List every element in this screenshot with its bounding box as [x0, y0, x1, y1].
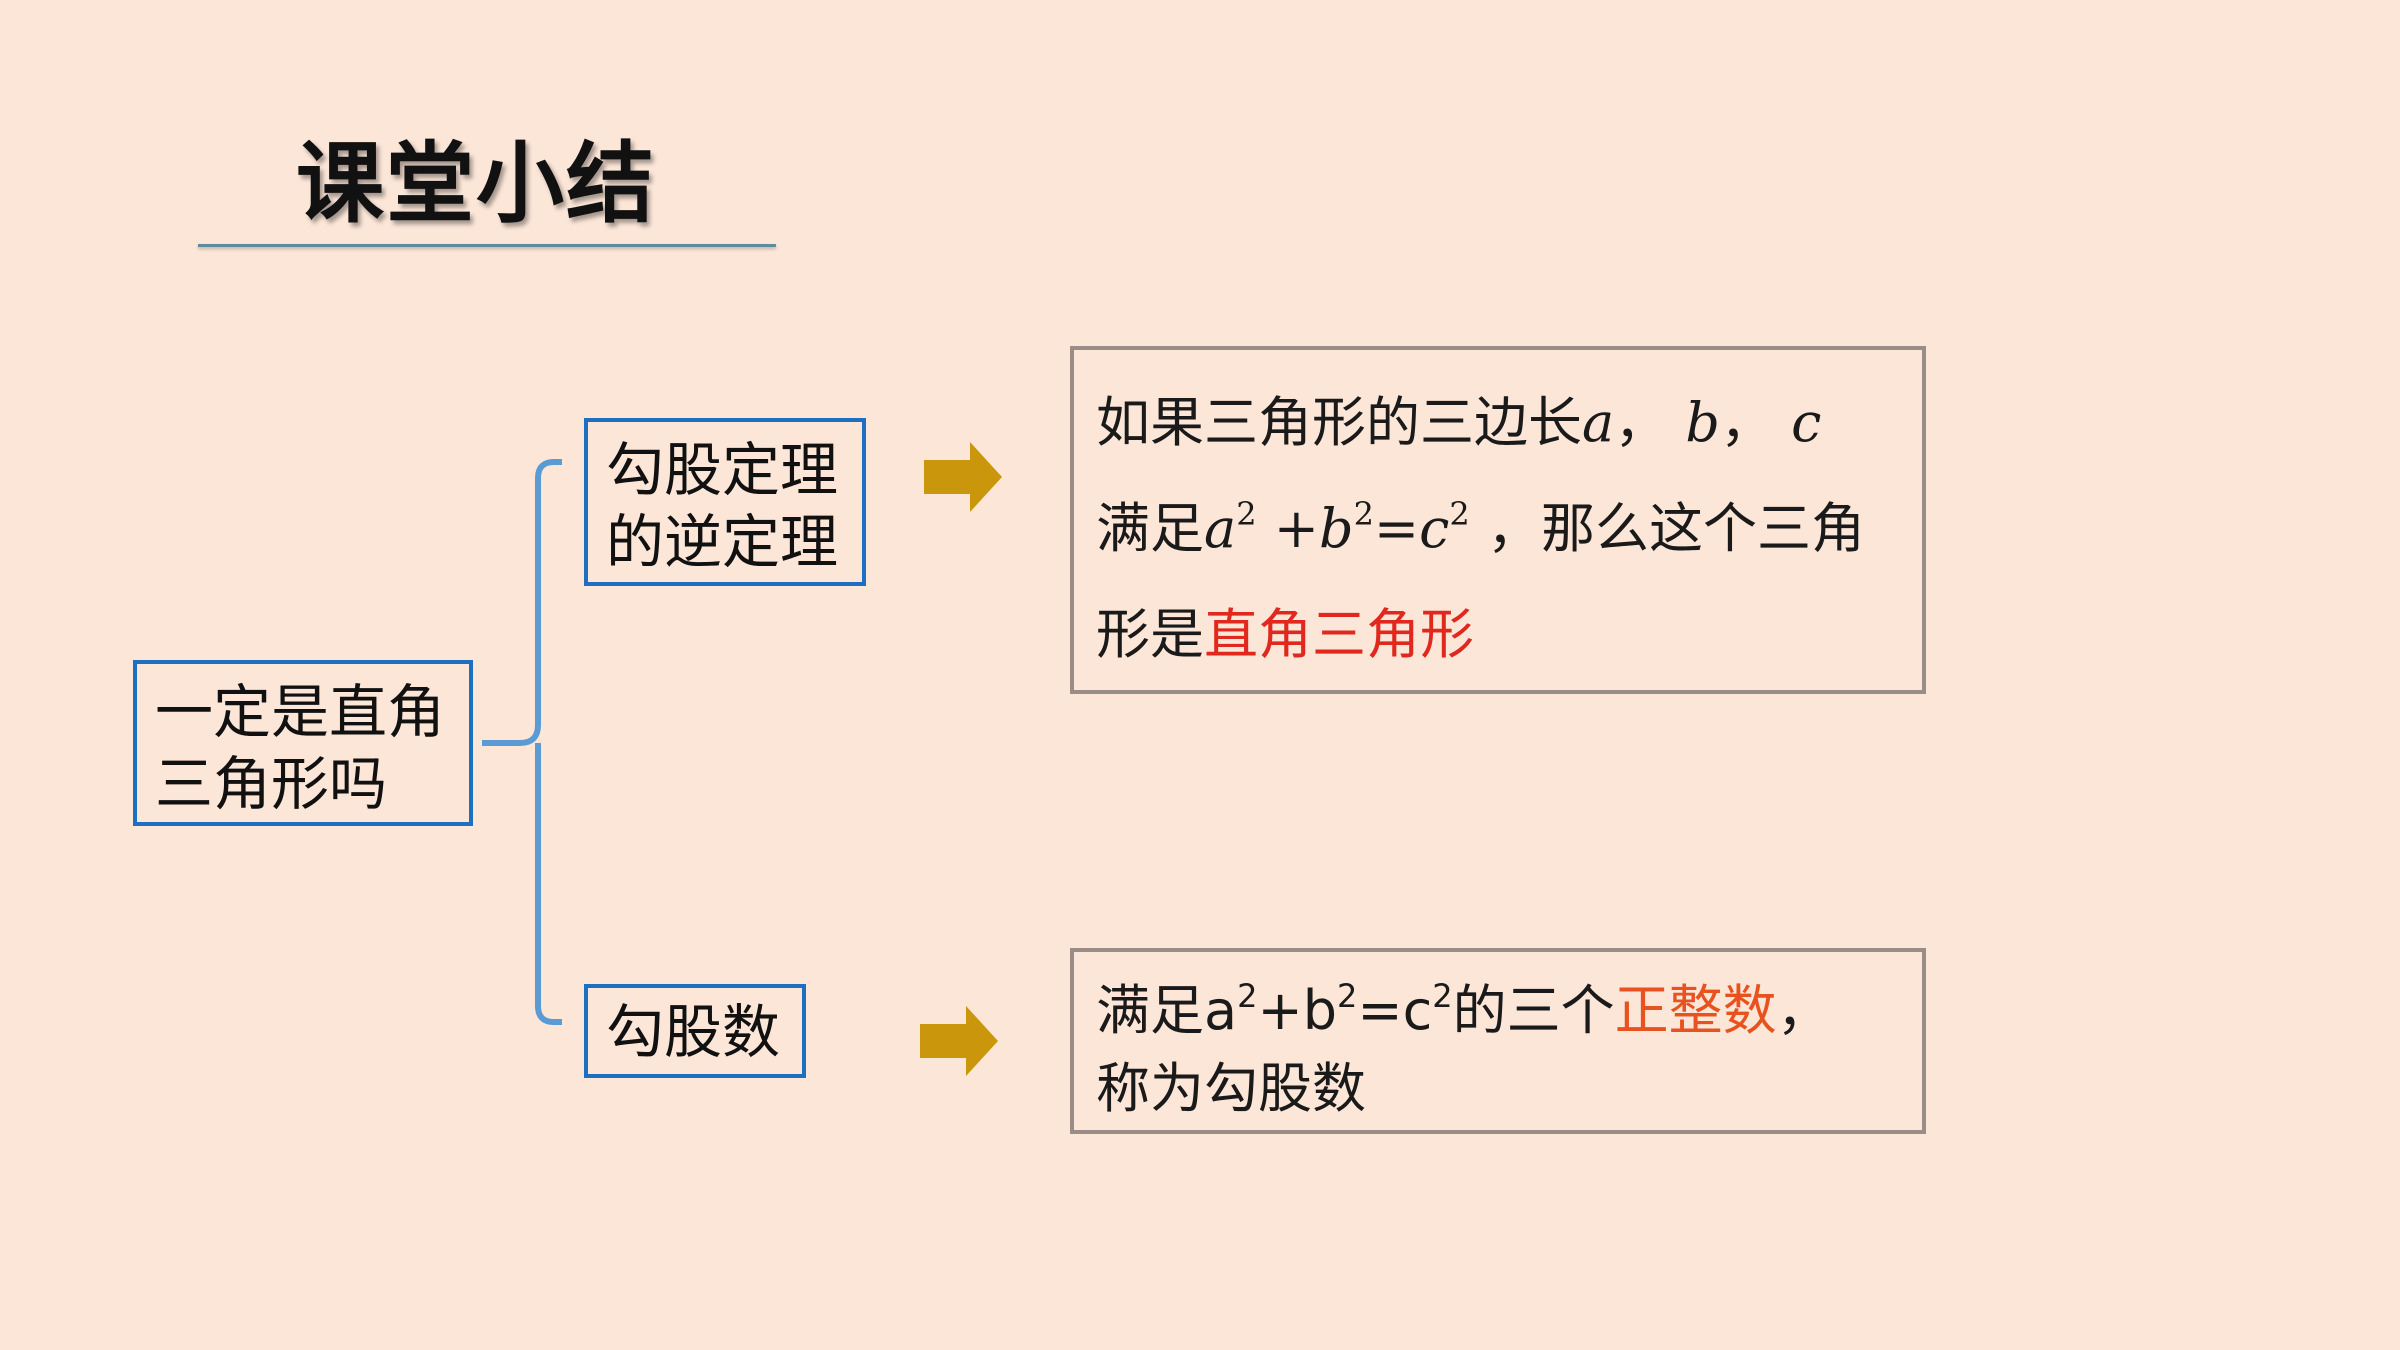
- converse-theorem-node: 勾股定理 的逆定理: [584, 418, 866, 586]
- definition-line-3: 形是直角三角形: [1096, 603, 1474, 666]
- triple-definition-line-1: 满足a2+b2=c2的三个正整数，: [1096, 977, 1831, 1042]
- bracket-lower-line: [535, 743, 562, 1025]
- title-underline: [198, 244, 776, 247]
- converse-line-2: 的逆定理: [606, 508, 839, 576]
- positive-integer-highlight: 正整数: [1614, 979, 1777, 1042]
- right-arrow-icon: [920, 1006, 998, 1076]
- root-line-1: 一定是直角: [155, 678, 446, 746]
- definition-line-1: 如果三角形的三边长a， b， c: [1096, 391, 1822, 454]
- definition-line-2: 满足a2 +b2=c2 ，那么这个三角: [1096, 495, 1865, 560]
- root-line-2: 三角形吗: [155, 750, 388, 818]
- pythagorean-triple-node: 勾股数: [584, 984, 806, 1078]
- right-triangle-highlight: 直角三角形: [1204, 603, 1474, 666]
- converse-line-1: 勾股定理: [606, 436, 839, 504]
- pythagorean-triple-definition: 满足a2+b2=c2的三个正整数， 称为勾股数: [1070, 948, 1926, 1134]
- bracket-upper-line: [482, 459, 562, 746]
- converse-theorem-definition: 如果三角形的三边长a， b， c 满足a2 +b2=c2 ，那么这个三角 形是直…: [1070, 346, 1926, 694]
- pythagorean-triple-label: 勾股数: [606, 998, 781, 1066]
- root-question-node: 一定是直角 三角形吗: [133, 660, 473, 826]
- right-arrow-icon: [924, 442, 1002, 512]
- triple-definition-line-2: 称为勾股数: [1096, 1057, 1366, 1120]
- page-title: 课堂小结: [296, 132, 657, 235]
